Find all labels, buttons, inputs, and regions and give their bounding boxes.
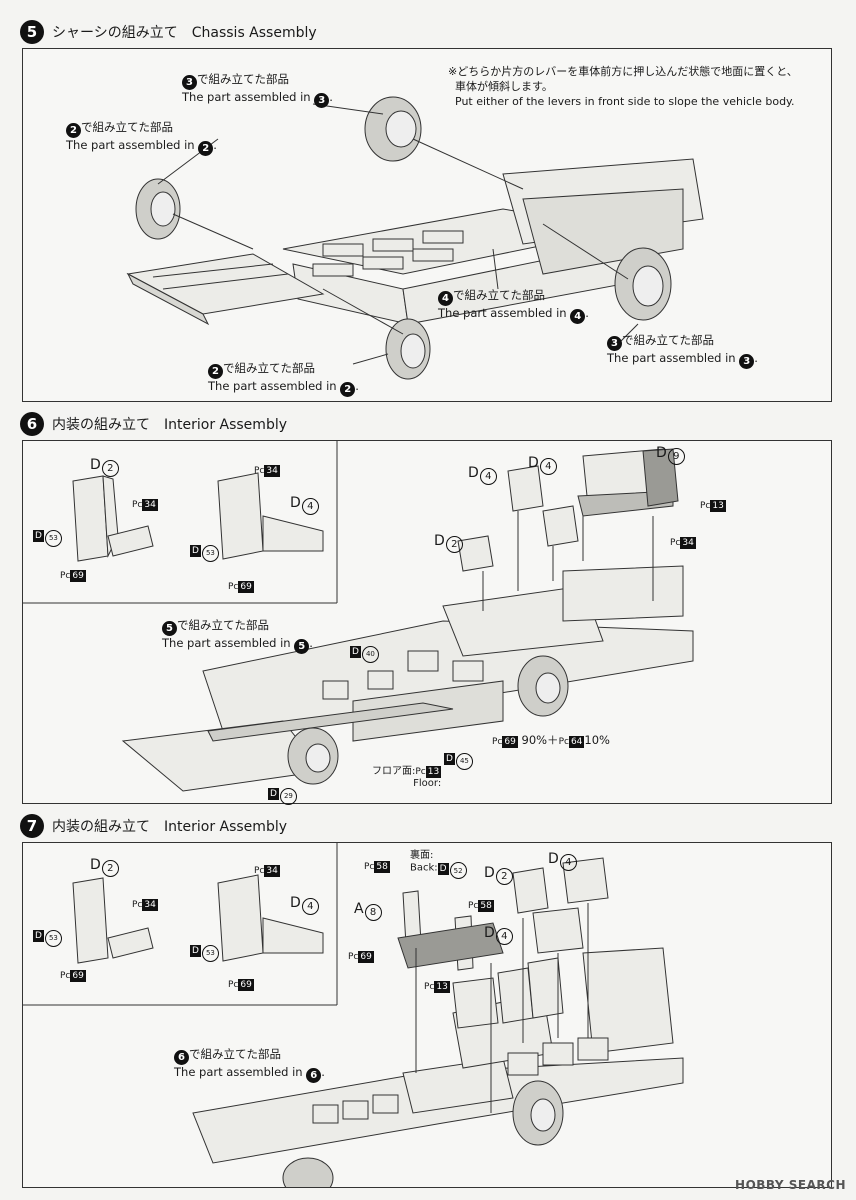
- step-6-header: 6 内装の組み立て Interior Assembly: [20, 412, 287, 436]
- watermark: HOBBY SEARCH: [735, 1178, 846, 1192]
- step-title-ja: 内装の組み立て: [52, 417, 150, 433]
- step-title-ja: 内装の組み立て: [52, 819, 150, 835]
- interior-diagram-7: [23, 843, 684, 1187]
- step-title-en: Interior Assembly: [164, 819, 287, 835]
- chassis-diagram: [126, 96, 704, 380]
- step-7-header: 7 内装の組み立て Interior Assembly: [20, 814, 287, 838]
- step-5-panel: [22, 48, 832, 402]
- step-5-header: 5 シャーシの組み立て Chassis Assembly: [20, 20, 317, 44]
- step-number: 6: [20, 412, 44, 436]
- step-7-panel: [22, 842, 832, 1188]
- step-title-en: Chassis Assembly: [191, 25, 317, 41]
- step-6-panel: [22, 440, 832, 804]
- step-title-ja: シャーシの組み立て: [52, 25, 178, 41]
- step-number: 5: [20, 20, 44, 44]
- interior-diagram-6: [23, 441, 694, 792]
- step-number: 7: [20, 814, 44, 838]
- slope-note: ※どちらか片方のレバーを車体前方に押し込んだ状態で地面に置くと、 車体が傾斜しま…: [448, 65, 798, 108]
- step-title-en: Interior Assembly: [164, 417, 287, 433]
